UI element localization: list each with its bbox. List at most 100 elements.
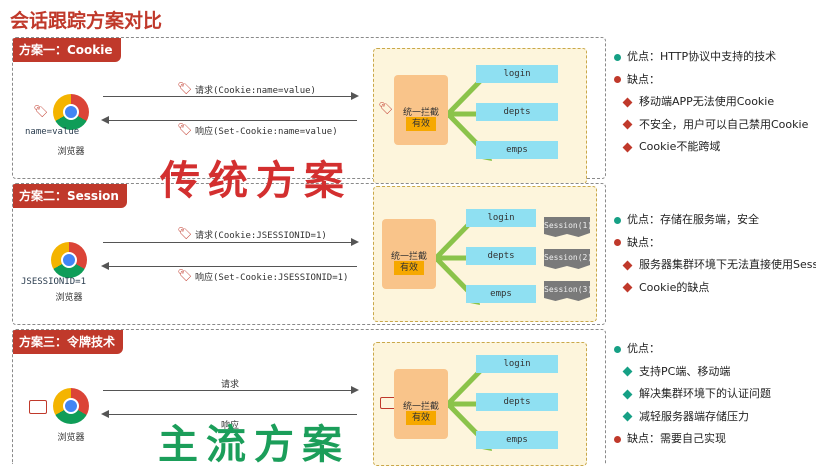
server-box: 统一拦截 有效 login depts emps Session(1) Sess…	[373, 186, 597, 322]
note-text: 服务器集群环境下无法直接使用Session	[639, 258, 816, 271]
request-arrow	[103, 238, 359, 246]
browser-cookie-value: name=value	[25, 127, 80, 137]
server-box: 🏷 统一拦截 有效 login depts emps	[373, 48, 587, 184]
red-diamond-icon	[622, 282, 633, 293]
panel-tag-token: 方案三：令牌技术	[13, 330, 124, 354]
red-diamond-icon	[622, 97, 633, 107]
chrome-icon	[53, 94, 89, 130]
note-text: Cookie的缺点	[639, 280, 710, 294]
red-dot-icon	[614, 76, 621, 83]
note-con-label: 缺点：	[614, 232, 816, 255]
note-pro: 优点：存储在服务端，安全	[614, 209, 816, 232]
panel-token: 方案三：令牌技术 浏览器 请求 响应 统一拦截 有效 login depts e…	[12, 329, 606, 466]
endpoint-depts: depts	[476, 393, 558, 411]
red-diamond-icon	[622, 119, 633, 130]
green-diamond-icon	[622, 389, 633, 399]
response-label: 响应(Set-Cookie:JSESSIONID=1)	[195, 273, 349, 283]
endpoint-emps: emps	[476, 141, 558, 159]
note-con: 移动端APP无法使用Cookie	[614, 91, 808, 114]
notes-cookie: 优点：HTTP协议中支持的技术 缺点： 移动端APP无法使用Cookie 不安全…	[614, 46, 808, 159]
note-con: Cookie的缺点	[614, 277, 816, 300]
endpoint-depts: depts	[466, 247, 536, 265]
note-con: 服务器集群环境下无法直接使用Session	[614, 254, 816, 277]
id-card-icon	[29, 400, 47, 414]
red-diamond-icon	[622, 142, 633, 152]
interceptor-label: 统一拦截	[390, 252, 427, 262]
endpoint-emps: emps	[466, 285, 536, 303]
note-pro: 解决集群环境下的认证问题	[614, 383, 771, 406]
notes-session: 优点：存储在服务端，安全 缺点： 服务器集群环境下无法直接使用Session C…	[614, 209, 816, 299]
note-text: 优点：	[627, 342, 660, 355]
panel-session: 方案二：Session JSESSIONID=1 浏览器 🏷 请求(Cookie…	[12, 183, 606, 325]
note-text: 移动端APP无法使用Cookie	[639, 95, 775, 108]
browser-cookie: name=value 浏览器	[21, 94, 121, 157]
note-con: Cookie不能跨域	[614, 136, 808, 159]
request-tag-icon: 🏷	[177, 81, 193, 95]
note-text: 缺点：需要自己实现	[627, 432, 726, 445]
note-con: 不安全，用户可以自己禁用Cookie	[614, 114, 808, 137]
endpoint-emps: emps	[476, 431, 558, 449]
interceptor-label: 统一拦截	[402, 108, 439, 118]
response-arrow	[101, 116, 357, 124]
note-text: 缺点：	[627, 235, 660, 249]
note-text: 解决集群环境下的认证问题	[639, 387, 771, 400]
note-pro-label: 优点：	[614, 338, 771, 361]
note-con-label: 缺点：	[614, 69, 808, 92]
panel-cookie: 方案一：Cookie 🏷 name=value 浏览器 🏷 请求(Cookie:…	[12, 37, 606, 184]
endpoint-login: login	[476, 65, 558, 83]
cookie-tag-icon: 🏷	[33, 104, 49, 118]
response-tag-icon: 🏷	[177, 268, 193, 282]
session-store-3: Session(3)	[544, 281, 590, 301]
endpoint-depts: depts	[476, 103, 558, 121]
note-con: 缺点：需要自己实现	[614, 428, 771, 451]
green-dot-icon	[614, 345, 621, 353]
note-text: 减轻服务器端存储压力	[639, 409, 749, 423]
green-diamond-icon	[622, 366, 633, 377]
note-text: Cookie不能跨域	[639, 140, 721, 153]
interceptor-status: 有效	[394, 261, 424, 275]
note-pro: 支持PC端、移动端	[614, 361, 771, 384]
session-store-1: Session(1)	[544, 217, 590, 237]
page-title: 会话跟踪方案对比	[10, 10, 163, 32]
note-text: 支持PC端、移动端	[639, 364, 731, 378]
red-dot-icon	[614, 239, 621, 246]
browser-session-value: JSESSIONID=1	[21, 277, 87, 287]
request-label: 请求	[221, 380, 240, 390]
note-text: 优点：存储在服务端，安全	[627, 213, 759, 226]
green-dot-icon	[614, 216, 621, 224]
browser-session: JSESSIONID=1 浏览器	[19, 242, 119, 303]
session-store-2: Session(2)	[544, 249, 590, 269]
green-diamond-icon	[622, 411, 633, 422]
endpoint-login: login	[466, 209, 536, 227]
response-label: 响应(Set-Cookie:name=value)	[195, 127, 338, 137]
note-text: 缺点：	[627, 72, 660, 86]
note-pro: 减轻服务器端存储压力	[614, 406, 771, 429]
chrome-icon	[51, 242, 87, 278]
interceptor: 统一拦截 有效	[394, 369, 448, 439]
request-label: 请求(Cookie:JSESSIONID=1)	[195, 231, 327, 241]
server-box: 统一拦截 有效 login depts emps	[373, 342, 587, 466]
browser-label: 浏览器	[57, 147, 85, 157]
request-arrow	[103, 386, 359, 394]
note-text: 不安全，用户可以自己禁用Cookie	[639, 117, 809, 131]
server-tag-icon: 🏷	[378, 101, 394, 115]
green-dot-icon	[614, 53, 621, 61]
response-arrow	[101, 410, 357, 418]
response-label: 响应	[221, 421, 240, 431]
browser-label: 浏览器	[55, 293, 83, 303]
response-tag-icon: 🏷	[177, 122, 193, 136]
endpoint-login: login	[476, 355, 558, 373]
browser-label: 浏览器	[57, 433, 85, 443]
interceptor: 统一拦截 有效	[394, 75, 448, 145]
interceptor-label: 统一拦截	[402, 402, 439, 412]
request-arrow	[103, 92, 359, 100]
red-dot-icon	[614, 435, 621, 443]
brush-mainstream-label: 主流方案	[158, 421, 350, 468]
panel-tag-cookie: 方案一：Cookie	[13, 38, 121, 62]
browser-token: 浏览器	[21, 388, 121, 443]
interceptor-status: 有效	[406, 117, 436, 131]
note-pro: 优点：HTTP协议中支持的技术	[614, 46, 808, 69]
brush-traditional-label: 传统方案	[160, 157, 352, 204]
red-diamond-icon	[622, 260, 633, 270]
panel-tag-session: 方案二：Session	[13, 184, 127, 208]
